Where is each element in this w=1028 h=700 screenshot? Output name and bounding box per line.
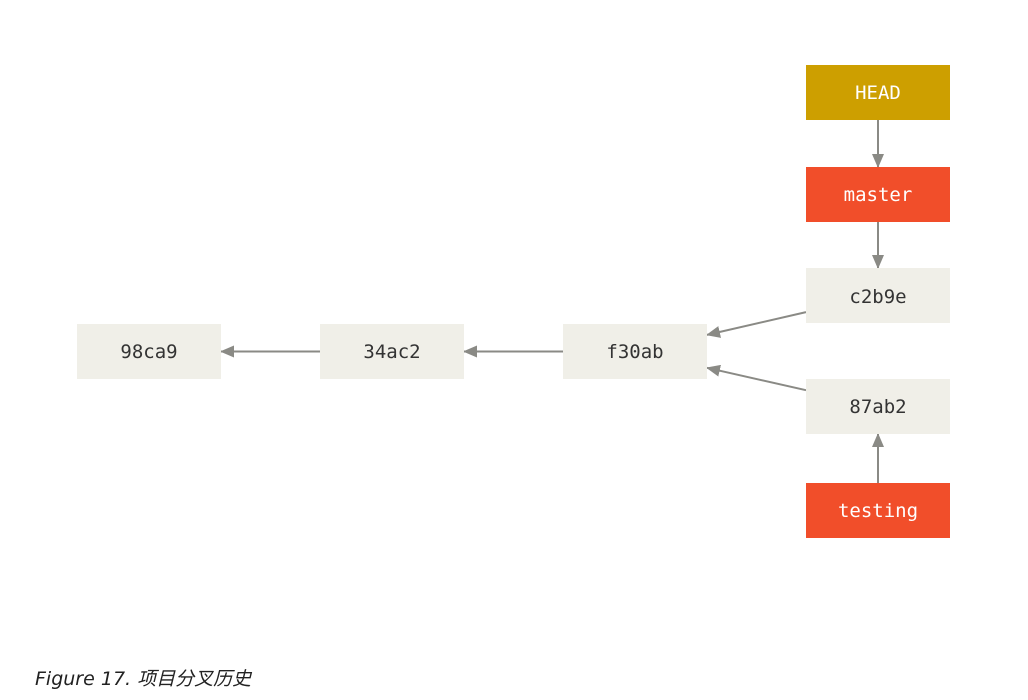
- figure-number: Figure 17.: [35, 668, 132, 690]
- commit-f30ab: f30ab: [563, 324, 707, 379]
- commit-98ca9-box: [77, 324, 221, 379]
- commit-87ab2: 87ab2: [806, 379, 950, 434]
- head-pointer: HEAD: [806, 65, 950, 120]
- branch-master: master: [806, 167, 950, 222]
- git-branch-diagram: HEAD master c2b9e 98ca9 34ac2 f30ab 87ab…: [77, 65, 950, 538]
- commit-f30ab-box: [563, 324, 707, 379]
- figure-title: 项目分叉历史: [137, 668, 252, 690]
- commit-c2b9e: c2b9e: [806, 268, 950, 323]
- arrow-87ab2-to-f30ab: [706, 364, 807, 392]
- commit-34ac2: 34ac2: [320, 324, 464, 379]
- commit-34ac2-box: [320, 324, 464, 379]
- commit-87ab2-box: [806, 379, 950, 434]
- edges: [220, 120, 884, 483]
- branch-master-label: master: [844, 184, 913, 206]
- commit-f30ab-label: f30ab: [606, 341, 663, 363]
- commit-98ca9-label: 98ca9: [120, 341, 177, 363]
- branch-testing-label: testing: [838, 500, 918, 522]
- head-pointer-box: [806, 65, 950, 120]
- figure-caption: Figure 17. 项目分叉历史: [35, 664, 251, 691]
- commit-87ab2-label: 87ab2: [849, 396, 906, 418]
- head-pointer-label: HEAD: [855, 82, 901, 104]
- branch-testing: testing: [806, 483, 950, 538]
- commit-98ca9: 98ca9: [77, 324, 221, 379]
- branch-master-box: [806, 167, 950, 222]
- commit-34ac2-label: 34ac2: [363, 341, 420, 363]
- commit-c2b9e-box: [806, 268, 950, 323]
- arrow-c2b9e-to-f30ab: [706, 311, 807, 338]
- commit-c2b9e-label: c2b9e: [849, 286, 906, 308]
- branch-testing-box: [806, 483, 950, 538]
